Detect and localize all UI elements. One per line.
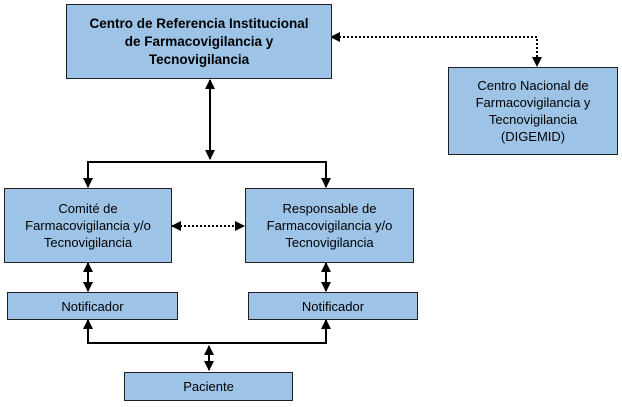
- connector-merge-notificadores: [83, 319, 331, 344]
- node-centro-referencia-label: Centro de Referencia Institucional de Fa…: [89, 15, 309, 67]
- node-comite-label: Comité de Farmacovigilancia y/o Tecnovig…: [25, 201, 151, 250]
- node-centro-referencia: Centro de Referencia Institucional de Fa…: [66, 4, 332, 79]
- node-notificador-left-label: Notificador: [61, 298, 124, 314]
- node-notificador-right: Notificador: [248, 292, 418, 320]
- node-paciente-label: Paciente: [183, 379, 234, 394]
- node-responsable: Responsable de Farmacovigilancia y/o Tec…: [245, 188, 414, 263]
- node-centro-nacional-label: Centro Nacional de Farmacovigilancia y T…: [475, 78, 591, 144]
- dotted-connector-referencia-nacional: [330, 32, 542, 67]
- connector-branch-split: [83, 161, 331, 188]
- node-paciente: Paciente: [124, 372, 293, 401]
- node-centro-nacional: Centro Nacional de Farmacovigilancia y T…: [448, 67, 618, 155]
- node-notificador-right-label: Notificador: [301, 298, 365, 314]
- node-comite: Comité de Farmacovigilancia y/o Tecnovig…: [4, 188, 172, 263]
- node-notificador-left: Notificador: [7, 292, 178, 320]
- node-responsable-label: Responsable de Farmacovigilancia y/o Tec…: [266, 201, 393, 250]
